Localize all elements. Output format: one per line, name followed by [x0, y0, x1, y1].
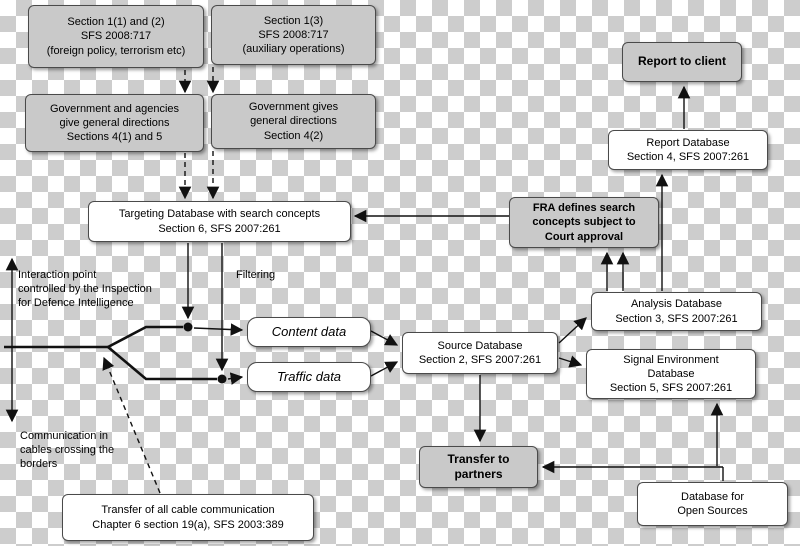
arrow-tap-to-traffic-data: [227, 372, 244, 385]
node-targeting-db-label: Targeting Database with search concepts …: [118, 208, 321, 235]
node-open-sources-db-label: Database for Open Sources: [677, 490, 748, 517]
label-filtering-text: Filtering: [236, 269, 276, 281]
node-source-db-label: Source Database Section 2, SFS 2007:261: [418, 339, 542, 366]
node-transfer-partners: Transfer to partners: [419, 446, 538, 488]
node-traffic-data-label: Traffic data: [276, 368, 342, 384]
node-fra-defines: FRA defines search concepts subject to C…: [509, 197, 659, 248]
label-filtering: Filtering: [236, 268, 296, 284]
node-targeting-db: Targeting Database with search concepts …: [88, 201, 351, 242]
node-open-sources-db: Database for Open Sources: [637, 482, 788, 526]
cable-fork-traffic: [107, 346, 217, 381]
node-signal-env-db: Signal Environment Database Section 5, S…: [586, 349, 756, 399]
arrow-tap-to-content-data: [193, 323, 244, 336]
node-section-1-1-2-label: Section 1(1) and (2) SFS 2008:717 (forei…: [46, 16, 186, 57]
node-report-to-client: Report to client: [622, 42, 742, 82]
node-analysis-db: Analysis Database Section 3, SFS 2007:26…: [591, 292, 762, 331]
node-section-1-3: Section 1(3) SFS 2008:717 (auxiliary ope…: [211, 5, 376, 65]
label-communication-cables: Communication in cables crossing the bor…: [20, 429, 170, 479]
arrow-source-to-signal-env-db: [558, 355, 583, 368]
node-signal-env-db-label: Signal Environment Database Section 5, S…: [609, 353, 733, 395]
node-transfer-cable: Transfer of all cable communication Chap…: [62, 494, 314, 541]
node-section-1-1-2: Section 1(1) and (2) SFS 2008:717 (forei…: [28, 5, 204, 68]
node-report-db: Report Database Section 4, SFS 2007:261: [608, 130, 768, 170]
node-source-db: Source Database Section 2, SFS 2007:261: [402, 332, 558, 374]
interaction-point-dot-content: [183, 322, 193, 332]
node-traffic-data: Traffic data: [247, 362, 371, 392]
node-gov-agencies: Government and agencies give general dir…: [25, 94, 204, 152]
node-report-to-client-label: Report to client: [637, 54, 726, 69]
node-fra-defines-label: FRA defines search concepts subject to C…: [532, 202, 636, 243]
arrow-source-to-analysis-db: [558, 317, 587, 344]
node-analysis-db-label: Analysis Database Section 3, SFS 2007:26…: [615, 298, 738, 325]
label-interaction-point: Interaction point controlled by the Insp…: [18, 268, 208, 318]
arrow-content-to-source-db: [370, 330, 399, 346]
node-transfer-partners-label: Transfer to partners: [447, 451, 510, 481]
node-section-1-3-label: Section 1(3) SFS 2008:717 (auxiliary ope…: [242, 14, 345, 56]
label-interaction-point-text: Interaction point controlled by the Insp…: [18, 269, 152, 310]
arrow-transfer-cable-to-interaction: [102, 356, 161, 494]
node-gov-gives-label: Government gives general directions Sect…: [248, 101, 339, 142]
node-transfer-cable-label: Transfer of all cable communication Chap…: [92, 504, 284, 531]
node-content-data: Content data: [247, 317, 371, 347]
node-gov-gives: Government gives general directions Sect…: [211, 94, 376, 149]
node-gov-agencies-label: Government and agencies give general dir…: [49, 102, 180, 144]
node-report-db-label: Report Database Section 4, SFS 2007:261: [626, 136, 750, 163]
cable-fork-content: [107, 325, 183, 349]
arrow-traffic-to-source-db: [370, 361, 399, 377]
node-content-data-label: Content data: [271, 323, 347, 339]
interaction-point-dot-traffic: [217, 374, 227, 384]
label-communication-cables-text: Communication in cables crossing the bor…: [20, 430, 115, 471]
